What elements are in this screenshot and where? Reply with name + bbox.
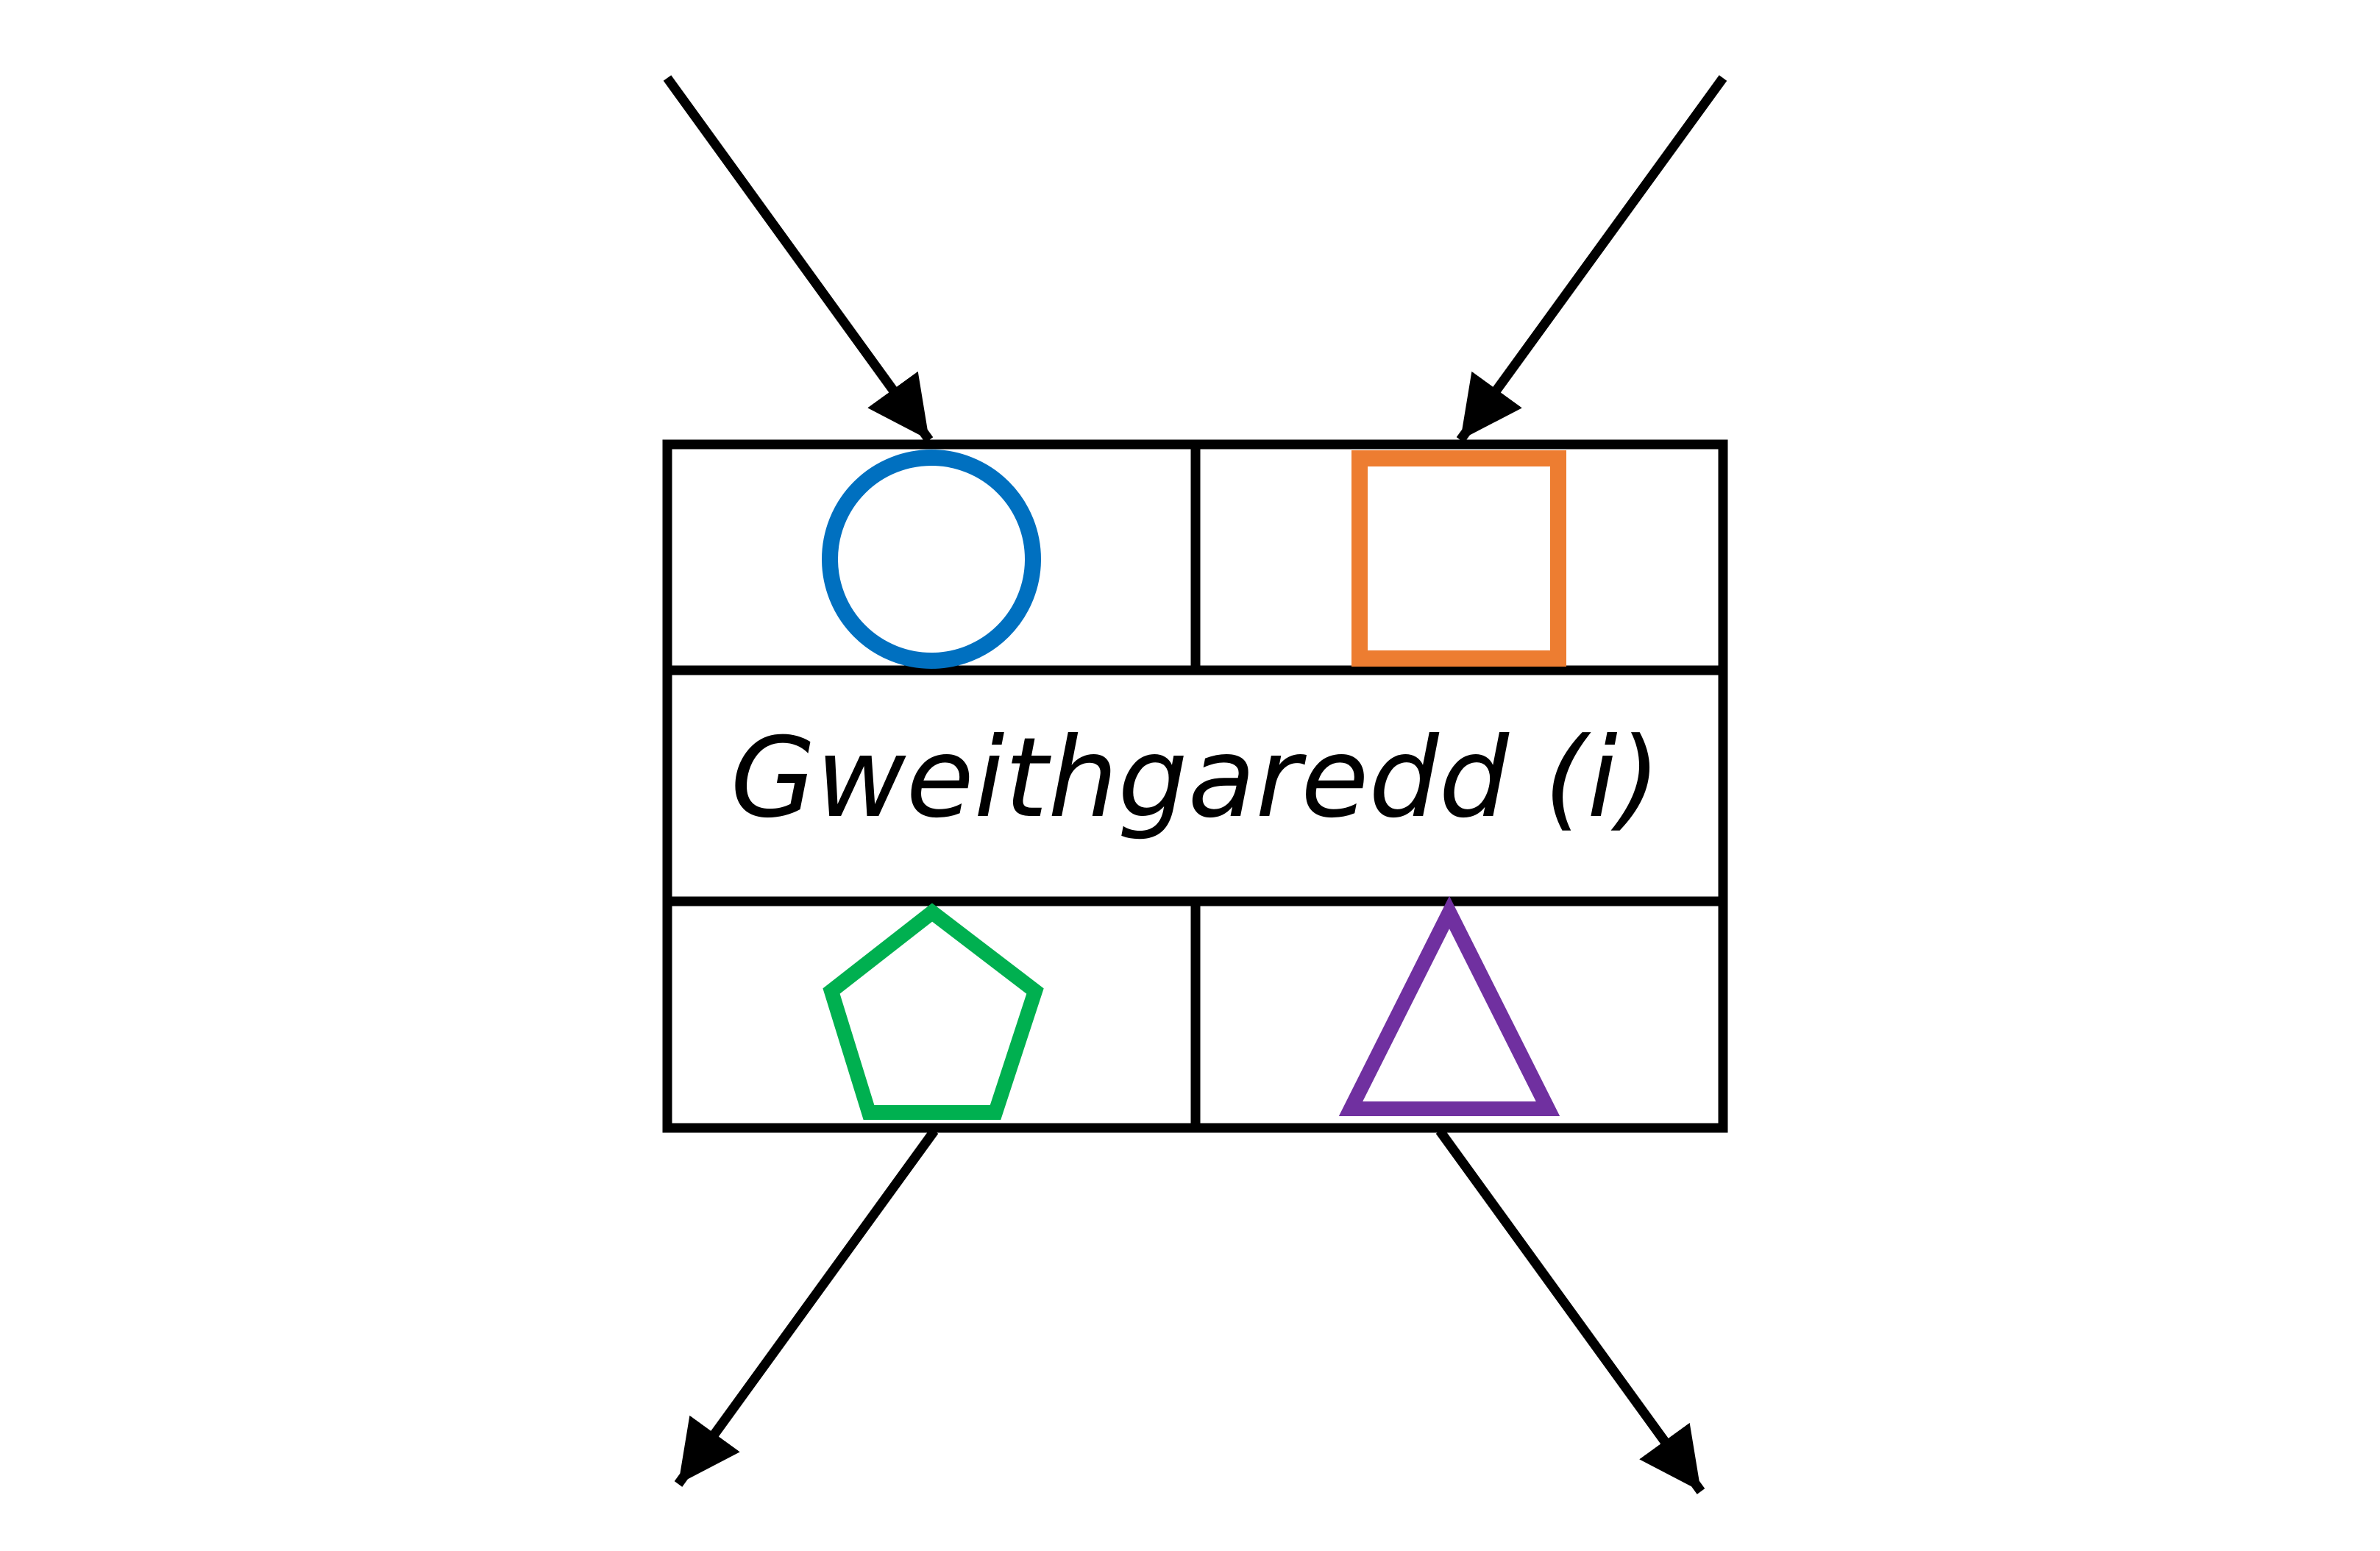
input-arrow-left xyxy=(663,75,934,443)
input-arrow-right xyxy=(1456,75,1727,443)
circle-icon xyxy=(822,450,1041,669)
activity-table xyxy=(662,439,1728,1133)
square-icon xyxy=(1351,450,1566,667)
output-arrow-right xyxy=(1435,1128,1705,1494)
triangle-icon xyxy=(1338,895,1560,1116)
activity-label: Gweithgaredd (i) xyxy=(731,714,1661,842)
output-arrow-left xyxy=(674,1128,939,1487)
pentagon-icon xyxy=(823,903,1044,1120)
